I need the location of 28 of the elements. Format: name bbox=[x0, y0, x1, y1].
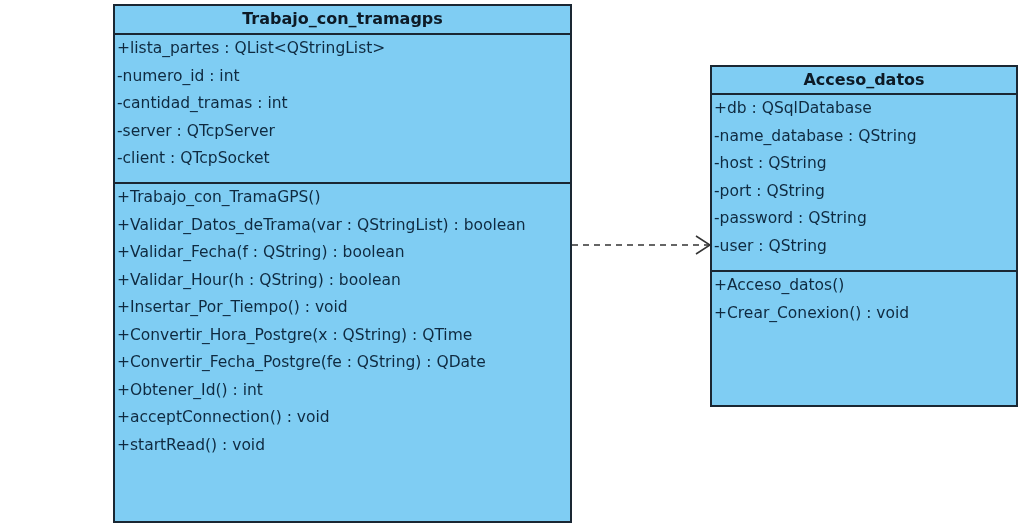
class-box bbox=[710, 65, 1018, 407]
attribute-text: -server : QTcpServer bbox=[116, 120, 275, 142]
method-text: +Obtener_Id() : int bbox=[116, 379, 263, 401]
attribute-text: -cantidad_tramas : int bbox=[116, 93, 288, 114]
method-text: +acceptConnection() : void bbox=[116, 407, 330, 428]
attribute-text: -password : QString bbox=[713, 208, 867, 229]
method-text: +startRead() : void bbox=[116, 434, 265, 456]
attribute-text: +lista_partes : QList<QStringList> bbox=[116, 38, 386, 59]
attribute-text: -host : QString bbox=[713, 153, 827, 174]
method-text: +Convertir_Hora_Postgre(x : QString) : QTime bbox=[116, 324, 473, 346]
method-text: +Validar_Hour(h : QString) : boolean bbox=[116, 269, 401, 291]
method-text: +Acceso_datos() bbox=[713, 275, 845, 296]
method-text: +Validar_Fecha(f : QString) : boolean bbox=[116, 242, 405, 263]
attribute-text: -name_database : QString bbox=[713, 125, 917, 147]
method-text: +Crear_Conexion() : void bbox=[713, 302, 910, 324]
method-text: +Convertir_Fecha_Postgre(fe : QString) : QDate bbox=[116, 352, 486, 373]
attribute-text: -numero_id : int bbox=[116, 65, 240, 87]
method-text: +Validar_Datos_deTrama(var : QStringList) : boolean bbox=[116, 214, 526, 236]
attribute-text: -client : QTcpSocket bbox=[116, 148, 270, 169]
class-box bbox=[113, 4, 572, 523]
class-name: Trabajo_con_tramagps bbox=[241, 8, 444, 30]
attribute-text: +db : QSqlDatabase bbox=[713, 98, 872, 119]
dependency-arrow bbox=[571, 235, 711, 255]
attribute-text: -port : QString bbox=[713, 180, 825, 202]
class-name: Acceso_datos bbox=[802, 69, 926, 91]
attribute-text: -user : QString bbox=[713, 235, 827, 257]
method-text: +Trabajo_con_TramaGPS() bbox=[116, 187, 321, 208]
method-text: +Insertar_Por_Tiempo() : void bbox=[116, 297, 348, 318]
